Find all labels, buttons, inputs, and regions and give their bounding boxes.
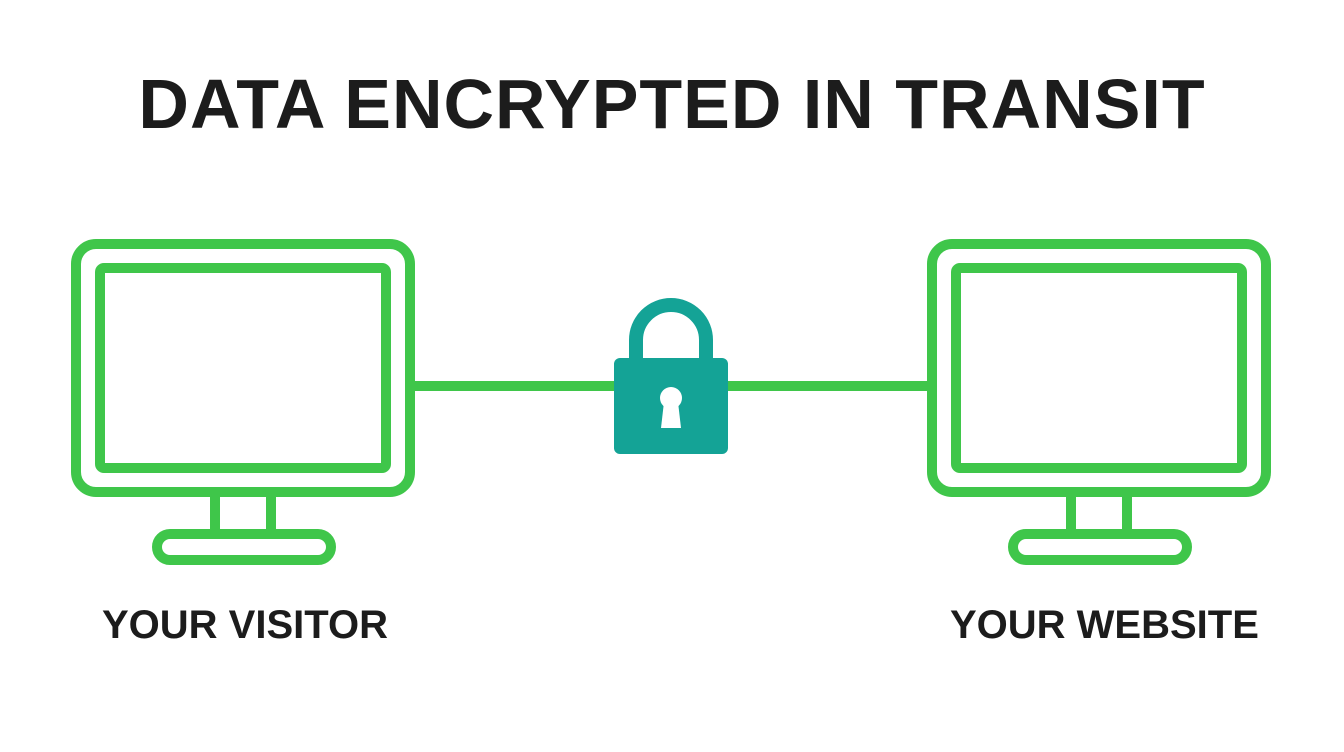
website-monitor-icon bbox=[927, 239, 1271, 565]
website-label: YOUR WEBSITE bbox=[950, 603, 1259, 647]
padlock-icon bbox=[614, 298, 728, 454]
visitor-label: YOUR VISITOR bbox=[102, 603, 388, 647]
diagram-title: DATA ENCRYPTED IN TRANSIT bbox=[138, 65, 1206, 143]
visitor-monitor-icon bbox=[71, 239, 415, 565]
